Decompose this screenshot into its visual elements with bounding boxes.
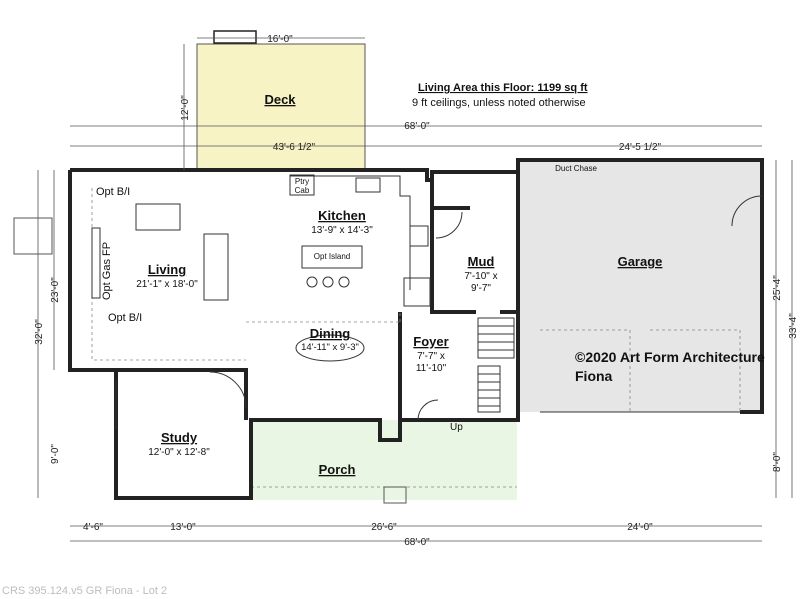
garage-door-tracks (540, 329, 741, 412)
kitchen-size: 13'-9" x 14'-3" (311, 225, 373, 236)
dim-right-lower: 8'-0" (772, 452, 783, 472)
dim-deck-depth: 12'-0" (180, 95, 191, 121)
dim-bottom-2: 13'-0" (170, 522, 196, 533)
opt-gas-fp: Opt Gas FP (101, 242, 113, 300)
dim-right-upper: 25'-4" (772, 275, 783, 301)
dim-bottom-3: 26'-6" (371, 522, 397, 533)
plan-name: Fiona (575, 368, 613, 384)
island-stool (322, 276, 334, 288)
copyright: ©2020 Art Form Architecture (575, 349, 765, 365)
kitchen-label: Kitchen (318, 208, 366, 223)
garage-label: Garage (618, 254, 663, 269)
deck-area (196, 43, 366, 171)
range (409, 225, 429, 247)
fridge (403, 277, 431, 307)
ptry-line1: Ptry (295, 177, 309, 186)
dim-deck-width: 16'-0" (267, 34, 293, 45)
dining-label: Dining (310, 326, 350, 341)
dim-overall-top: 68'-0" (404, 121, 430, 132)
fireplace (91, 227, 101, 299)
living-area-title: Living Area this Floor: 1199 sq ft (418, 82, 588, 94)
living-size: 21'-1" x 18'-0" (136, 279, 198, 290)
opt-island: Opt Island (314, 252, 350, 261)
pantry-cabinet (289, 174, 315, 196)
dim-bottom-4: 24'-0" (627, 522, 653, 533)
bay-window (13, 217, 53, 255)
dim-right-overall: 33'-4" (788, 313, 799, 339)
study-label: Study (161, 430, 198, 445)
sofa (135, 203, 181, 231)
garage-area (518, 160, 762, 412)
foyer-door-swing (417, 399, 439, 421)
mud-label: Mud (468, 254, 495, 269)
island-stool (306, 276, 318, 288)
stair-up: Up (450, 422, 463, 433)
opt-bi-top: Opt B/I (96, 186, 130, 198)
mud-size-line1: 7'-10" x (464, 271, 497, 282)
footer-plan-id: CRS 395.124.v5 GR Fiona - Lot 2 (2, 585, 167, 597)
exterior-walls (68, 158, 764, 500)
ptry-line2: Cab (295, 186, 310, 195)
island-stool (338, 276, 350, 288)
dining-table (295, 334, 365, 362)
open-plan-lines (91, 188, 401, 361)
living-label: Living (148, 262, 186, 277)
dim-overall-bottom: 68'-0" (404, 537, 430, 548)
opt-bi-bottom: Opt B/I (108, 312, 142, 324)
mud-door-swing (435, 211, 463, 239)
sofa-long (203, 233, 229, 301)
mud-size-line2: 9'-7" (471, 283, 491, 294)
dim-left-overall: 32'-0" (34, 319, 45, 345)
garage-side-door (731, 195, 763, 227)
dimension-lines (37, 37, 793, 542)
deck-label: Deck (264, 92, 296, 107)
dining-size: 14'-11" x 9'-3" (301, 342, 359, 353)
foyer-size-line1: 7'-7" x (417, 351, 445, 362)
dim-main-width: 43'-6 1/2" (273, 142, 316, 153)
stairs (477, 317, 515, 413)
foyer-label: Foyer (413, 334, 448, 349)
interior-walls (116, 172, 520, 420)
porch-steps (383, 486, 407, 504)
porch-label: Porch (319, 462, 356, 477)
kitchen-sink (355, 177, 381, 193)
dim-bottom-1: 4'-6" (83, 522, 103, 533)
kitchen-island (301, 245, 363, 269)
study-door-swing (209, 371, 247, 409)
dim-garage-width: 24'-5 1/2" (619, 142, 662, 153)
dim-left-upper: 23'-0" (50, 277, 61, 303)
ceiling-note: 9 ft ceilings, unless noted otherwise (412, 97, 586, 109)
study-size: 12'-0" x 12'-8" (148, 447, 210, 458)
deck-steps (213, 30, 257, 44)
foyer-size-line2: 11'-10" (416, 363, 447, 374)
dim-left-lower: 9'-0" (50, 444, 61, 464)
duct-chase: Duct Chase (555, 164, 597, 173)
